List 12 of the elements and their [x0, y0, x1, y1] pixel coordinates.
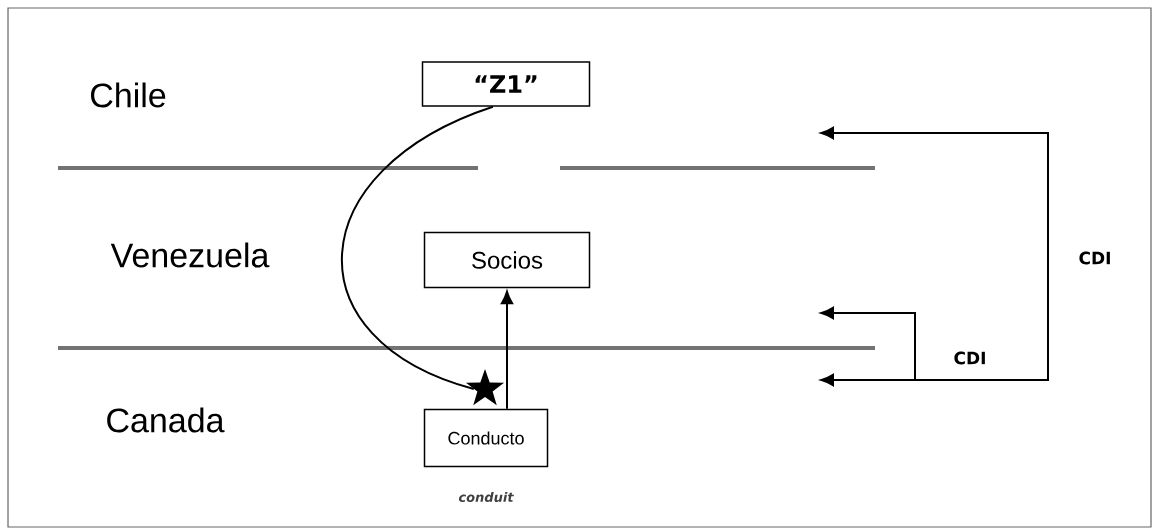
- country-label: Canada: [107, 407, 225, 433]
- connector-line: [341, 105, 494, 390]
- node-label: conduit: [458, 491, 514, 503]
- country-label: Venezuela: [110, 242, 270, 268]
- bracket-label: CDI: [954, 351, 985, 365]
- label-box: “Z1”: [421, 61, 591, 107]
- star: [466, 369, 505, 406]
- bracket-label: CDI: [1079, 251, 1110, 265]
- box: Conducto: [423, 408, 549, 468]
- arrow: [500, 290, 514, 410]
- country-label: Chile: [91, 82, 166, 108]
- box: Socios: [423, 231, 591, 289]
